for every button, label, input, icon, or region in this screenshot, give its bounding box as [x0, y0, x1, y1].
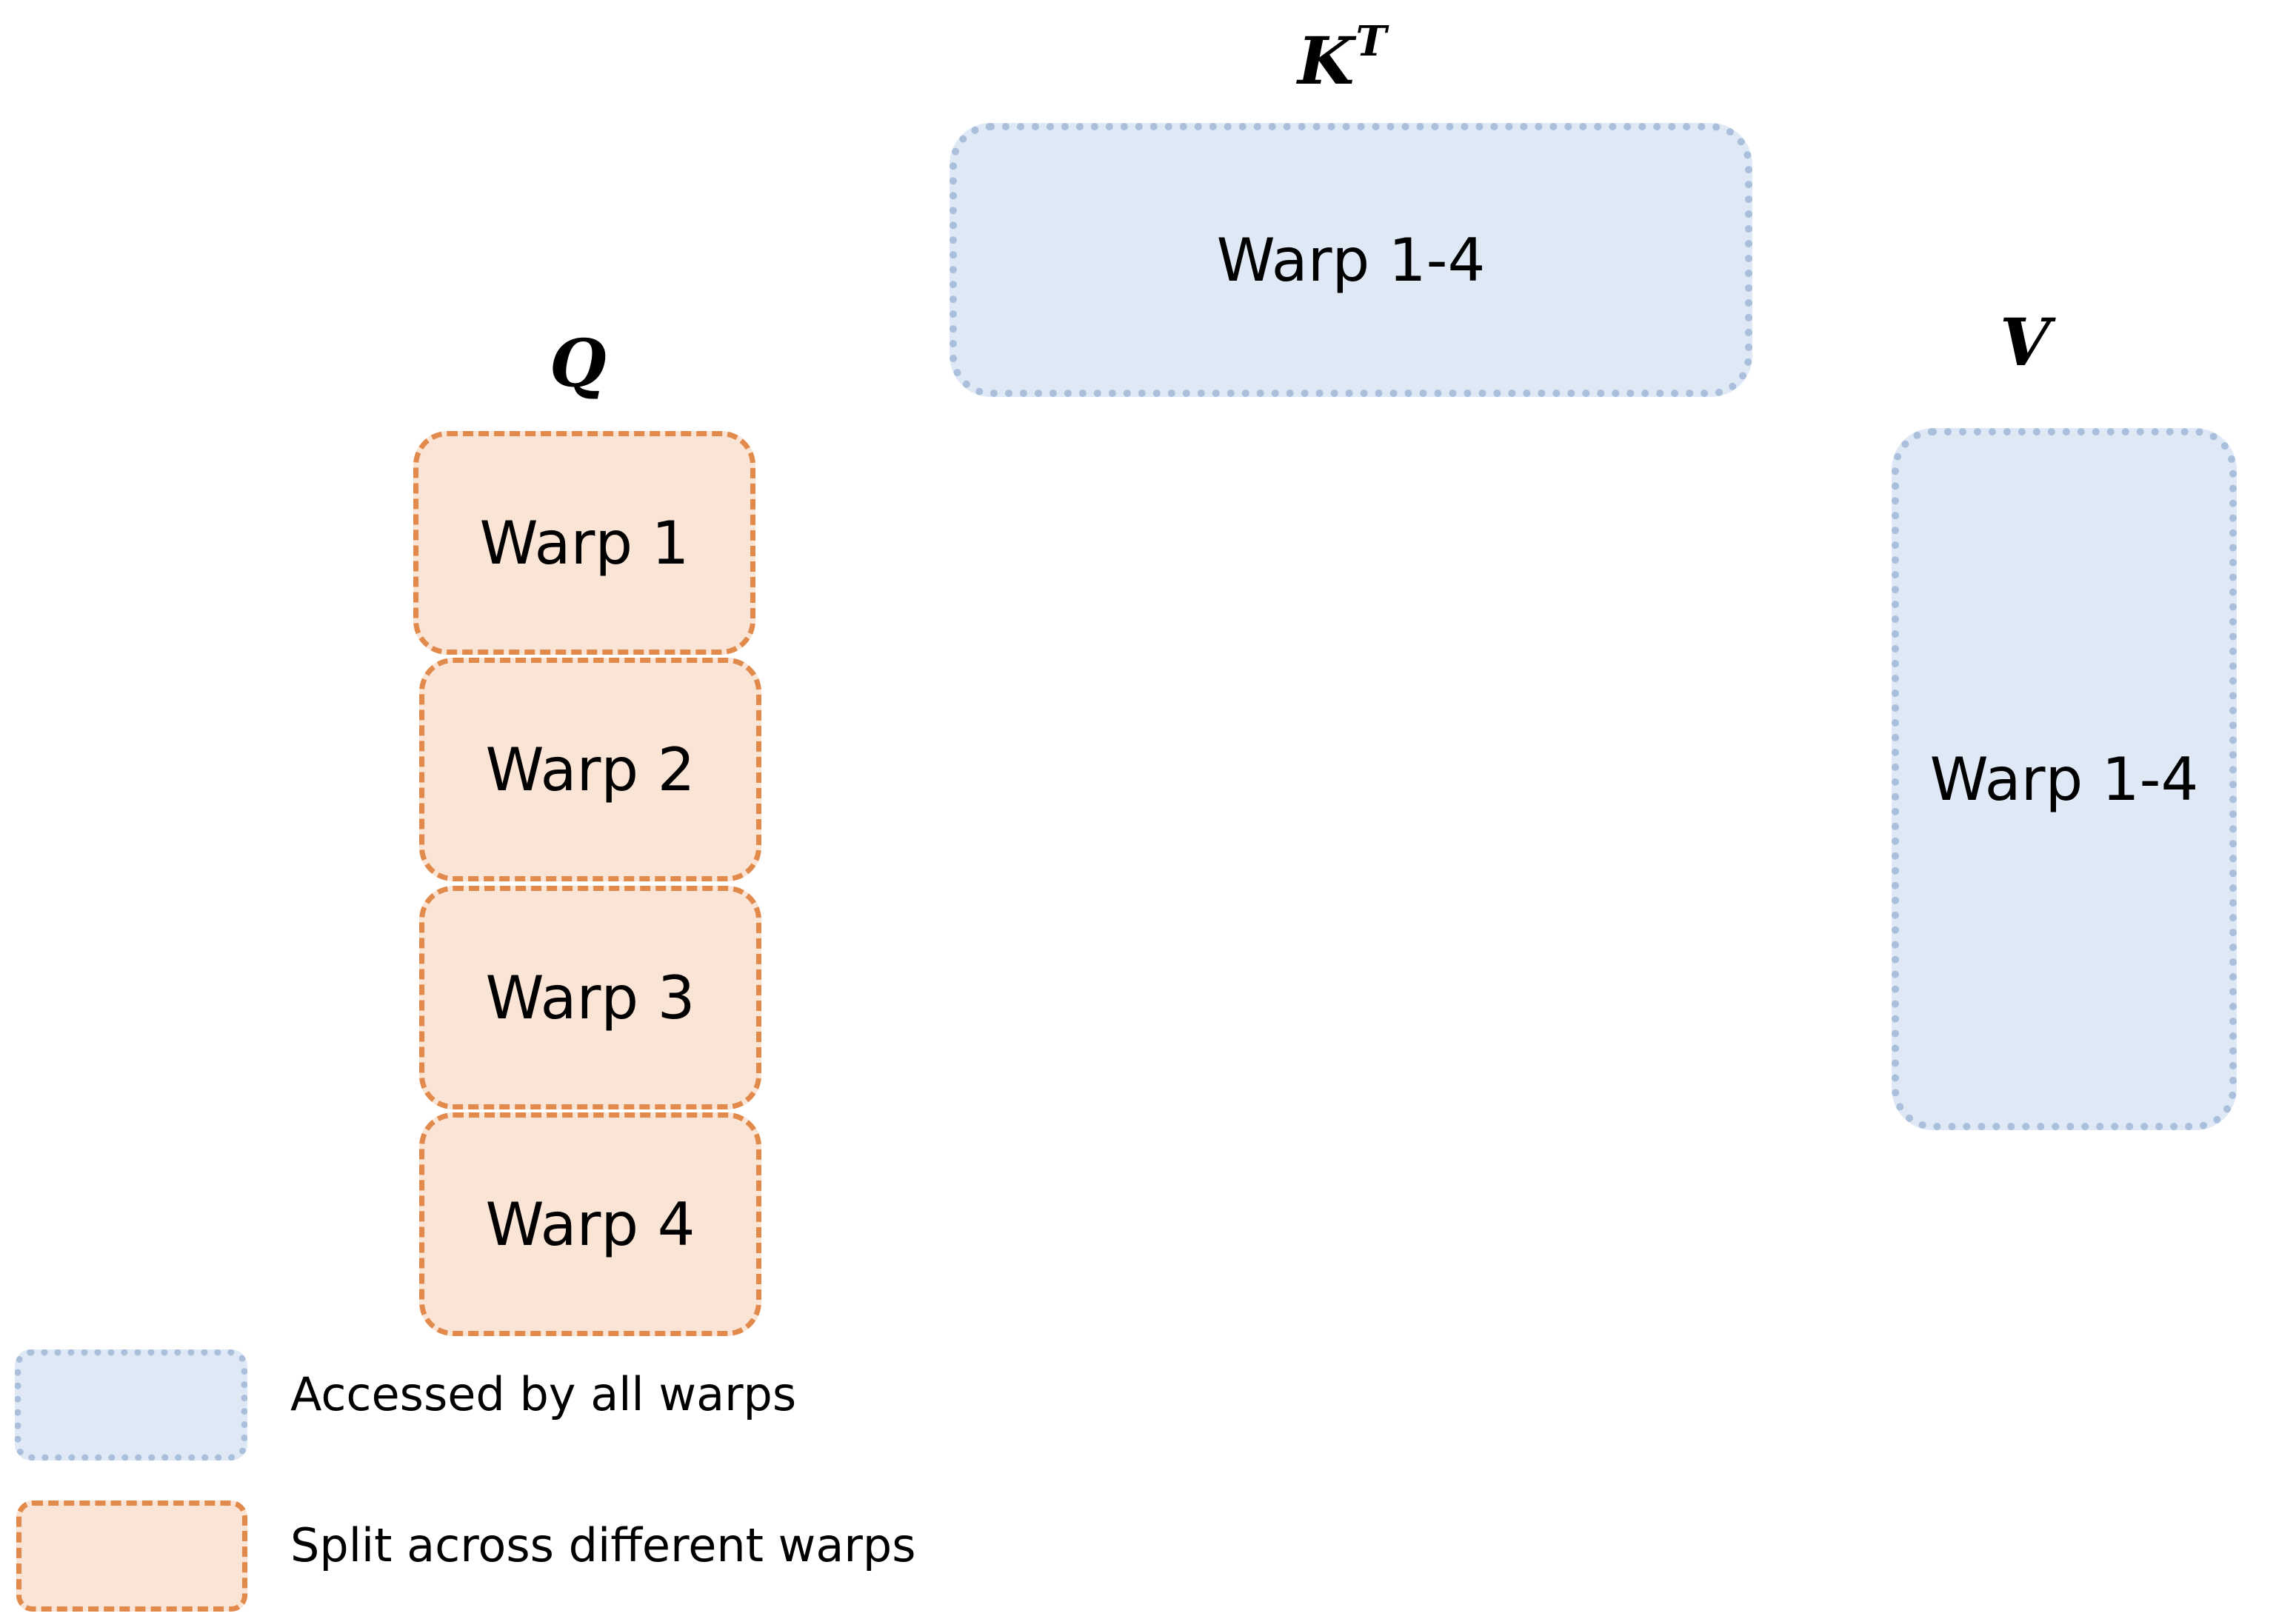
q-warp-4-box: Warp 4: [419, 1112, 761, 1336]
q-matrix-name: Q: [550, 324, 607, 401]
legend-shared-label: Accessed by all warps: [290, 1367, 797, 1421]
kt-matrix-label: KT: [1298, 21, 1386, 93]
q-warp-3-label: Warp 3: [485, 963, 695, 1032]
q-warp-2-label: Warp 2: [485, 735, 695, 804]
kt-matrix-box: Warp 1-4: [950, 123, 1752, 397]
legend-split-label: Split across different warps: [290, 1518, 916, 1572]
v-matrix-box: Warp 1-4: [1892, 428, 2237, 1130]
v-matrix-warp-label: Warp 1-4: [1929, 744, 2199, 814]
legend-shared-swatch: [15, 1349, 247, 1461]
v-matrix-label: V: [2000, 310, 2050, 375]
q-matrix-label: Q: [550, 330, 607, 395]
q-warp-3-box: Warp 3: [419, 886, 761, 1109]
legend-split-swatch: [16, 1501, 247, 1612]
kt-matrix-name: K: [1298, 22, 1355, 99]
q-warp-2-box: Warp 2: [419, 658, 761, 881]
kt-matrix-warp-label: Warp 1-4: [1216, 225, 1486, 295]
v-matrix-name: V: [2000, 304, 2051, 381]
kt-transpose-superscript: T: [1355, 17, 1387, 66]
q-warp-1-label: Warp 1: [479, 508, 690, 578]
q-warp-1-box: Warp 1: [413, 431, 755, 655]
q-warp-4-label: Warp 4: [485, 1189, 695, 1259]
